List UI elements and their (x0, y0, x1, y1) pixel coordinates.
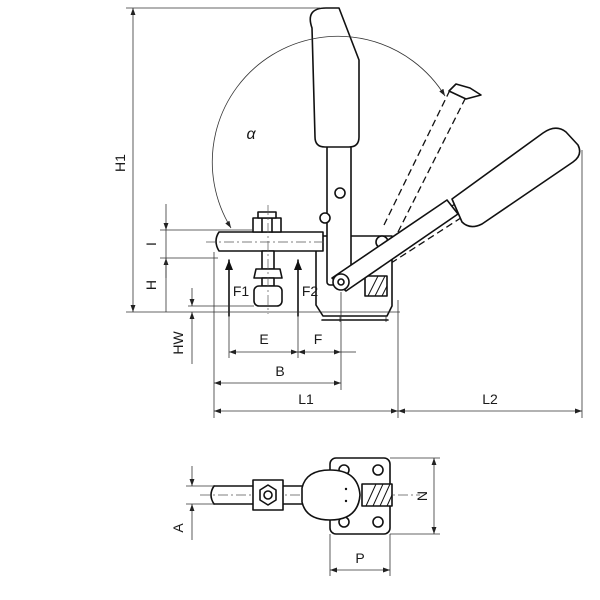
label-n: N (414, 491, 430, 501)
label-b: B (275, 363, 284, 379)
label-alpha: α (246, 126, 256, 143)
pivot-upper (334, 187, 346, 199)
spindle-arm (215, 231, 324, 252)
label-f1: F1 (233, 283, 250, 299)
label-h1: H1 (112, 154, 128, 172)
label-f: F (314, 331, 323, 347)
dimension-labels: H1 α I H F1 F2 HW E F B L1 L2 A N P (112, 126, 498, 566)
linkage-bar (326, 144, 352, 286)
label-l1: L1 (298, 391, 314, 407)
label-p: P (355, 550, 364, 566)
dimensions-top (186, 457, 440, 576)
top-handle-knob (301, 469, 361, 521)
label-i: I (143, 242, 159, 246)
handle-grip-open (451, 127, 581, 228)
label-e: E (259, 331, 268, 347)
label-f2: F2 (302, 283, 319, 299)
label-l2: L2 (482, 391, 498, 407)
top-view (200, 457, 420, 535)
side-view (206, 7, 581, 322)
spindle-nut (252, 211, 282, 233)
label-hw: HW (170, 331, 186, 355)
top-link-hatch (361, 483, 393, 507)
label-h: H (143, 280, 159, 290)
label-a: A (170, 523, 186, 533)
base-section-hatch (364, 275, 388, 297)
dimensions-side (126, 7, 583, 418)
handle-grip-closed (309, 7, 360, 148)
